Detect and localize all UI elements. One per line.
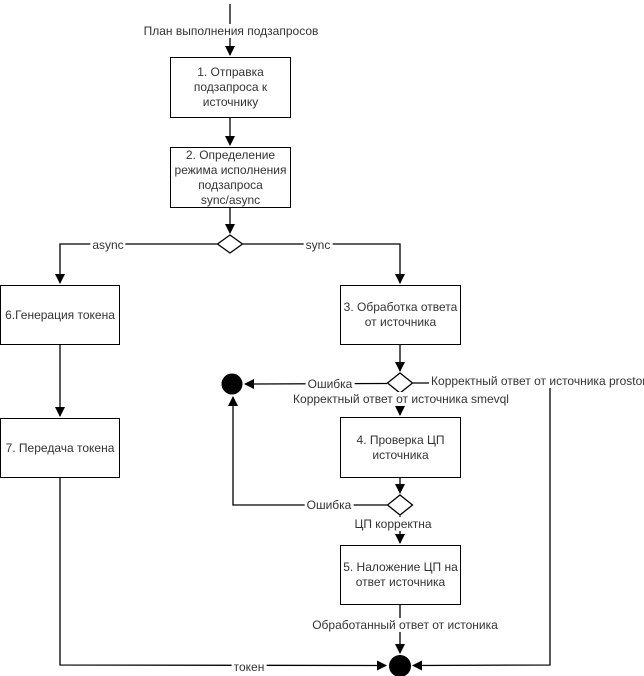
edge-sync [243, 243, 405, 284]
edge-label-ok-smevql: Корректный ответ от источника smevql [291, 392, 511, 406]
edge-label-error-signature: Ошибка [304, 498, 354, 512]
node-step7: 7. Передача токена [0, 418, 120, 478]
decision-sync-async [216, 234, 244, 254]
edge-label-processed-response: Обработанный ответ от истоника [310, 618, 500, 632]
node-step2: 2. Определение режима исполнения подзапр… [170, 147, 291, 208]
edge-label-async: async [90, 238, 126, 252]
edge-async [55, 243, 217, 284]
decision-signature-check [386, 494, 414, 516]
node-step3: 3. Обработка ответа от источника [340, 285, 461, 345]
edge-label-token: токен [231, 660, 267, 674]
final-end-node [389, 655, 411, 676]
edge-label-sync: sync [303, 238, 333, 252]
node-step5: 5. Наложение ЦП на ответ источника [340, 545, 461, 605]
node-step4: 4. Проверка ЦП источника [340, 417, 461, 478]
edge-label-signature-valid: ЦП корректна [352, 517, 434, 531]
decision-response-check [386, 372, 414, 394]
edge-label-error-response: Ошибка [305, 377, 355, 391]
node-step1: 1. Отправка подзапроса к источнику [170, 57, 291, 118]
edge-label-ok-prostore: Корректный ответ от источника prostore [429, 374, 644, 388]
edge-label-plan: План выполнения подзапросов [141, 24, 321, 38]
node-step6: 6.Генерация токена [0, 285, 120, 345]
error-end-node [221, 373, 243, 395]
edge-token [59, 478, 387, 671]
